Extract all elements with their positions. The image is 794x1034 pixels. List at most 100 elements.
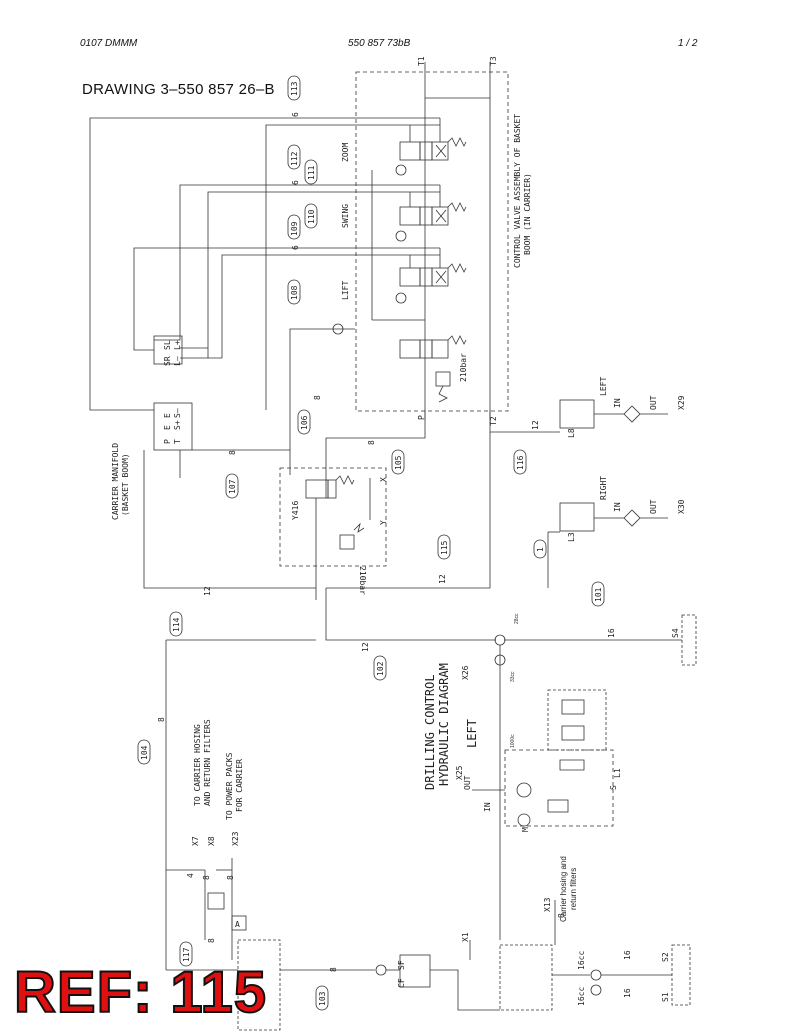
callout-115: 115	[440, 540, 449, 555]
callout-1: 1	[536, 547, 545, 552]
callout-108: 108	[290, 285, 299, 300]
drilling-motor: M	[521, 827, 530, 832]
line-size-8: 8	[313, 395, 322, 400]
callout-105: 105	[394, 455, 403, 470]
left-unit-conn: X29	[677, 395, 686, 410]
valve-y416-box	[279, 467, 387, 567]
right-unit-port: L3	[567, 532, 576, 542]
line-size-12: 12	[438, 574, 447, 584]
y416-y: Y	[379, 520, 388, 525]
ref-label: REF: 115	[13, 960, 267, 1025]
port-t1: T1	[417, 56, 426, 66]
left-unit-block	[559, 399, 595, 429]
line-size-8: 8	[329, 967, 338, 972]
conn-s2: S2	[661, 952, 670, 962]
port-p: P	[417, 415, 426, 420]
conn-s4: S4	[671, 628, 680, 638]
line-size-6: 6	[291, 112, 300, 117]
control-valve-box	[355, 71, 509, 412]
right-unit-out: OUT	[649, 499, 658, 514]
manifold-title: CARRIER MANIFOLD	[111, 443, 120, 520]
cc-16-a: 16cc	[577, 951, 586, 970]
callout-116: 116	[516, 455, 525, 470]
valve-section-swing	[356, 184, 467, 242]
manifold-bottom-label: E	[163, 425, 172, 430]
callout-109: 109	[290, 221, 299, 236]
drilling-cc3: 1000c	[510, 734, 516, 748]
header-left-code: 0107 DMMM	[80, 38, 138, 49]
line-size-8: 8	[157, 717, 166, 722]
line-size-4: 4	[186, 873, 195, 878]
manifold-top-label-sr: SR	[163, 356, 172, 366]
line-size-8: 8	[557, 913, 566, 918]
manifold-bottom-sign: S–	[173, 408, 182, 418]
line-size-8: 8	[228, 450, 237, 455]
valve-section-zoom	[356, 117, 467, 176]
manifold-top-label-sl: SL	[163, 340, 172, 350]
callout-106: 106	[300, 415, 309, 430]
conn-x1: X1	[461, 932, 470, 942]
port-t2: T2	[489, 416, 498, 426]
valve-section-lift	[356, 247, 467, 304]
right-unit-conn: X30	[677, 499, 686, 514]
y416-label: Y416	[291, 501, 300, 520]
y416-x: X	[379, 477, 388, 482]
header-drawing-number: 550 857 73bB	[348, 38, 411, 49]
cc-16-b: 16cc	[577, 987, 586, 1006]
header-page-number: 1 / 2	[678, 38, 698, 49]
manifold-top-block	[153, 335, 183, 365]
line-size-8: 8	[202, 875, 211, 880]
drilling-side: LEFT	[465, 719, 479, 748]
drilling-x25: X25	[455, 765, 464, 780]
line-size-12: 12	[531, 420, 540, 430]
callout-117: 117	[182, 947, 191, 962]
conn-s1: S1	[661, 992, 670, 1002]
line-size-6: 6	[291, 180, 300, 185]
carrier-hosing-line2: return filters	[569, 868, 578, 910]
manifold-bottom-label: E	[163, 413, 172, 418]
line-size-8: 8	[207, 938, 216, 943]
swing-label: SWING	[341, 204, 350, 228]
right-unit-block	[559, 502, 595, 532]
to-carrier-line4: FOR CARRIER	[235, 759, 244, 812]
to-carrier-line3: TO POWER PACKS	[225, 752, 234, 820]
drilling-title-line2: HYDRAULIC DIAGRAM	[437, 663, 451, 786]
drilling-out: OUT	[463, 775, 472, 790]
valve-section-main	[399, 335, 467, 403]
conn-x8: X8	[207, 836, 216, 846]
to-carrier-line1: TO CARRIER HOSING	[193, 724, 202, 806]
line-size-12: 12	[203, 586, 212, 596]
line-size-8: 8	[367, 440, 376, 445]
left-unit-out: OUT	[649, 395, 658, 410]
drawing-title: DRAWING 3–550 857 26–B	[82, 81, 275, 98]
left-unit-in: IN	[613, 398, 622, 408]
line-size-12: 12	[361, 642, 370, 652]
right-unit-in: IN	[613, 502, 622, 512]
callout-107: 107	[228, 479, 237, 494]
manifold-top-sign: L+	[173, 340, 182, 350]
y416-pressure: 210bar	[358, 566, 367, 595]
line-size-6: 6	[291, 245, 300, 250]
callout-112: 112	[290, 151, 299, 166]
label-cf: CF	[397, 978, 406, 988]
callout-110: 110	[307, 209, 316, 224]
manifold-subtitle: (BASKET BOOM)	[121, 453, 130, 516]
control-valve-label: CONTROL VALVE ASSEMBLY OF BASKET	[513, 114, 522, 268]
line-size-16: 16	[623, 950, 632, 960]
drilling-x26: X26	[461, 665, 470, 680]
control-valve-sublabel: BOOM (IN CARRIER)	[523, 173, 532, 255]
callout-103: 103	[318, 991, 327, 1006]
box-a-label: A	[235, 920, 240, 929]
line-size-8: 8	[226, 875, 235, 880]
manifold-bottom-block	[153, 402, 193, 451]
drilling-cc2: 33cc	[510, 671, 516, 682]
lift-label: LIFT	[341, 281, 350, 300]
drilling-box	[504, 749, 614, 827]
conn-x7: X7	[191, 836, 200, 846]
line-size-16: 16	[623, 988, 632, 998]
left-unit-title: LEFT	[599, 377, 608, 396]
drilling-cc1: 28cc	[514, 613, 520, 624]
port-t3: T3	[489, 56, 498, 66]
left-unit-port: L8	[567, 428, 576, 438]
